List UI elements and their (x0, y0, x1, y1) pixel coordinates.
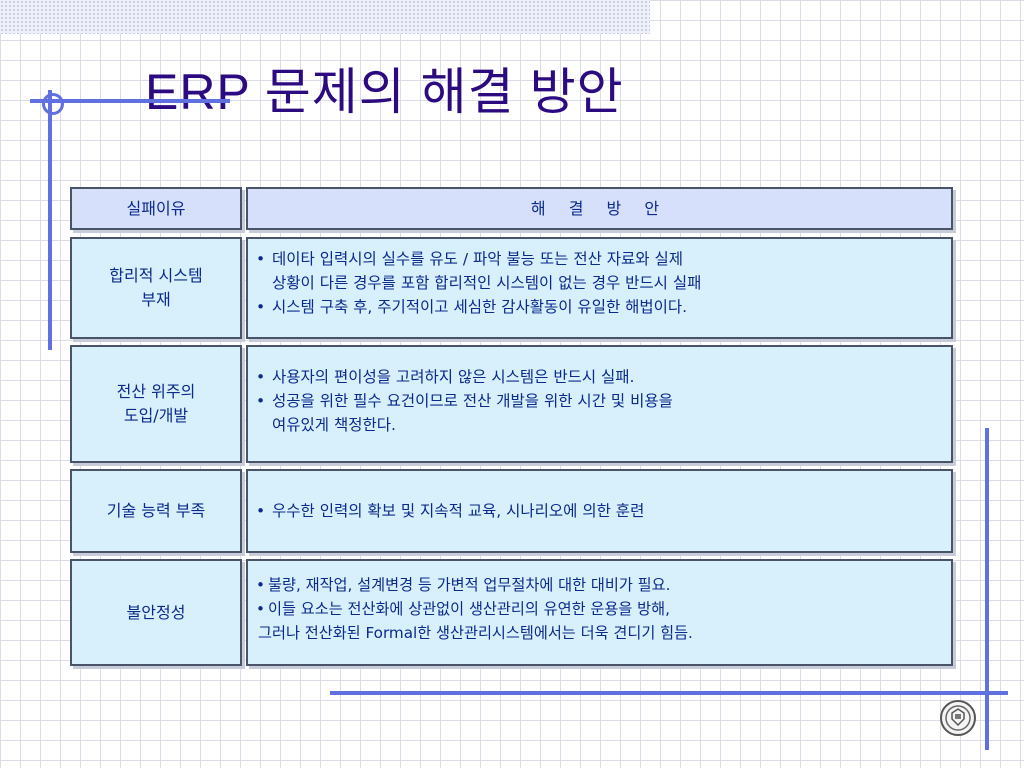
reason-cell: 전산 위주의 도입/개발 (70, 345, 242, 463)
slide-title: ERP 문제의 해결 방안 (145, 64, 624, 120)
header-solution-cell: 해 결 방 안 (246, 187, 953, 230)
solution-line: 우수한 인력의 확보 및 지속적 교육, 시나리오에 의한 훈련 (272, 502, 645, 520)
solution-cell: 불량, 재작업, 설계변경 등 가변적 업무절차에 대한 대비가 필요. 이들 … (246, 559, 953, 666)
solution-item: 불량, 재작업, 설계변경 등 가변적 업무절차에 대한 대비가 필요. (248, 573, 951, 597)
right-vertical-line (985, 428, 989, 750)
solution-cell: 사용자의 편이성을 고려하지 않은 시스템은 반드시 실패. 성공을 위한 필수… (246, 345, 953, 463)
solution-item: 시스템 구축 후, 주기적이고 세심한 감사활동이 유일한 해법이다. (248, 295, 951, 319)
solution-line: 사용자의 편이성을 고려하지 않은 시스템은 반드시 실패. (272, 368, 635, 386)
solution-cell: 우수한 인력의 확보 및 지속적 교육, 시나리오에 의한 훈련 (246, 469, 953, 553)
header-reason-label: 실패이유 (126, 198, 186, 218)
top-left-horizontal-line (30, 99, 230, 103)
solution-line: 여유있게 책정한다. (272, 416, 396, 434)
solution-list: 우수한 인력의 확보 및 지속적 교육, 시나리오에 의한 훈련 (248, 499, 644, 523)
solution-line: 데이타 입력시의 실수를 유도 / 파악 불능 또는 전산 자료와 실제 (272, 250, 683, 268)
solution-item: 이들 요소는 전산화에 상관없이 생산관리의 유연한 운용을 방해, 그러나 전… (248, 597, 951, 645)
reason-line: 합리적 시스템 (109, 266, 203, 285)
reason-text: 합리적 시스템 부재 (109, 264, 202, 312)
solution-line: 불량, 재작업, 설계변경 등 가변적 업무절차에 대한 대비가 필요. (268, 576, 671, 594)
solution-cell: 데이타 입력시의 실수를 유도 / 파악 불능 또는 전산 자료와 실제 상황이… (246, 237, 953, 339)
solution-line: 상황이 다른 경우를 포함 합리적인 시스템이 없는 경우 반드시 실패 (272, 274, 702, 292)
reason-cell: 합리적 시스템 부재 (70, 237, 242, 339)
solution-item: 성공을 위한 필수 요건이므로 전산 개발을 위한 시간 및 비용을 여유있게 … (248, 389, 951, 437)
bottom-horizontal-line (330, 691, 1008, 695)
reason-text: 전산 위주의 도입/개발 (117, 380, 196, 428)
solution-line: 시스템 구축 후, 주기적이고 세심한 감사활동이 유일한 해법이다. (272, 298, 688, 316)
top-pattern-band (0, 0, 650, 34)
reason-text: 불안정성 (127, 601, 186, 625)
solution-item: 사용자의 편이성을 고려하지 않은 시스템은 반드시 실패. (248, 365, 951, 389)
reason-line: 기술 능력 부족 (106, 501, 206, 520)
header-reason-cell: 실패이유 (70, 187, 242, 230)
reason-line: 불안정성 (126, 602, 186, 622)
solution-item: 데이타 입력시의 실수를 유도 / 파악 불능 또는 전산 자료와 실제 상황이… (248, 247, 951, 295)
reason-line: 부재 (141, 290, 171, 309)
reason-line: 전산 위주의 (116, 382, 196, 401)
university-seal-logo (940, 700, 976, 736)
solution-line: 성공을 위한 필수 요건이므로 전산 개발을 위한 시간 및 비용을 (272, 392, 673, 410)
reason-cell: 기술 능력 부족 (70, 469, 242, 553)
solution-list: 사용자의 편이성을 고려하지 않은 시스템은 반드시 실패. 성공을 위한 필수… (248, 365, 951, 437)
reason-cell: 불안정성 (70, 559, 242, 666)
reason-text: 기술 능력 부족 (107, 499, 206, 523)
solution-list: 데이타 입력시의 실수를 유도 / 파악 불능 또는 전산 자료와 실제 상황이… (248, 247, 951, 319)
corner-circle-ornament (42, 93, 64, 115)
solution-line: 그러나 전산화된 Formal한 생산관리시스템에서는 더욱 견디기 힘듬. (258, 624, 693, 642)
solution-item: 우수한 인력의 확보 및 지속적 교육, 시나리오에 의한 훈련 (248, 499, 644, 523)
solution-list: 불량, 재작업, 설계변경 등 가변적 업무절차에 대한 대비가 필요. 이들 … (248, 573, 951, 645)
header-solution-label: 해 결 방 안 (530, 198, 669, 218)
seal-emblem-icon (945, 705, 971, 731)
left-vertical-line (48, 90, 52, 350)
solution-line: 이들 요소는 전산화에 상관없이 생산관리의 유연한 운용을 방해, (268, 600, 670, 618)
reason-line: 도입/개발 (123, 406, 189, 425)
